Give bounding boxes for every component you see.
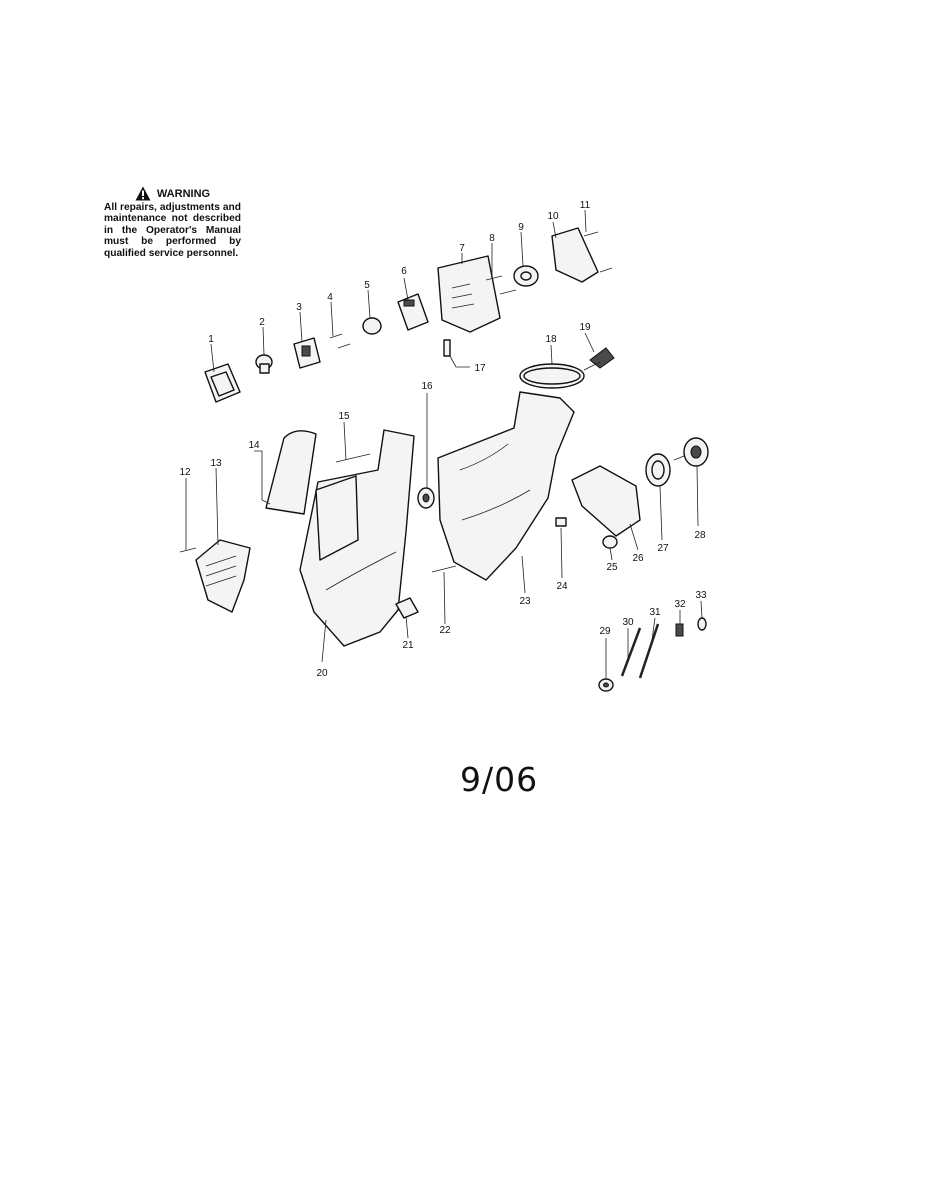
warning-text: All repairs, adjustments and maintenance…	[104, 202, 241, 259]
part-drawing-25	[602, 535, 618, 549]
part-number-labels: 1 2 3 4 5 6 7 8 9 10 11 12 13 14 15 16 1…	[179, 200, 707, 679]
part-label: 1	[208, 334, 214, 345]
part-label: 9	[518, 222, 524, 233]
part-drawing-22	[431, 565, 457, 573]
part-label: 33	[695, 590, 707, 601]
part-label: 22	[439, 625, 451, 636]
part-drawing-24	[555, 517, 567, 527]
part-drawing-7	[437, 255, 501, 333]
part-label: 16	[421, 381, 433, 392]
part-label: 30	[622, 617, 634, 628]
part-label: 5	[364, 280, 370, 291]
part-label: 11	[580, 200, 591, 211]
part-label: 2	[259, 317, 265, 328]
part-label: 8	[489, 233, 495, 244]
part-label: 10	[547, 211, 559, 222]
part-drawing-20	[299, 429, 415, 647]
part-label: 13	[210, 458, 222, 469]
part-drawing-27	[645, 453, 671, 487]
part-drawing-13	[195, 539, 251, 613]
part-label: 28	[694, 530, 706, 541]
part-label: 26	[632, 553, 644, 564]
part-label: 7	[459, 243, 465, 254]
part-label: 29	[599, 626, 611, 637]
part-drawing-6	[397, 293, 429, 331]
part-drawing-12	[179, 547, 197, 553]
part-label: 20	[316, 668, 328, 679]
part-drawing-15	[335, 453, 371, 463]
warning-box: WARNING All repairs, adjustments and mai…	[104, 186, 241, 259]
part-label: 15	[338, 411, 350, 422]
warning-header: WARNING	[104, 186, 241, 201]
part-drawing-4	[329, 333, 351, 349]
part-drawing-30	[620, 627, 642, 677]
part-drawing-5	[362, 317, 382, 335]
part-label: 32	[674, 599, 686, 610]
part-drawing-3	[293, 337, 321, 369]
part-drawing-2	[255, 354, 273, 374]
part-drawing-19	[583, 347, 615, 371]
part-label: 3	[296, 302, 302, 313]
part-drawing-16	[417, 487, 435, 509]
part-drawing-10	[551, 227, 599, 283]
part-label: 12	[179, 467, 191, 478]
warning-title: WARNING	[156, 187, 211, 200]
part-label: 31	[649, 607, 661, 618]
part-label: 25	[606, 562, 618, 573]
part-drawing-9	[513, 265, 539, 287]
part-label: 19	[579, 322, 591, 333]
part-label: 27	[657, 543, 669, 554]
part-drawing-23	[437, 391, 575, 581]
part-drawing-11	[583, 231, 613, 273]
part-label: 17	[474, 363, 486, 374]
part-drawing-29	[598, 678, 614, 692]
part-drawing-21	[395, 597, 419, 619]
part-label: 18	[545, 334, 557, 345]
part-drawing-18	[519, 363, 585, 389]
part-drawing-31	[638, 623, 660, 679]
part-label: 6	[401, 266, 407, 277]
part-label: 4	[327, 292, 333, 303]
leader-lines	[185, 209, 703, 678]
part-drawing-28	[673, 437, 709, 467]
date-code: 9/06	[460, 760, 539, 799]
warning-triangle-icon	[135, 186, 151, 201]
part-drawing-14	[265, 430, 317, 515]
part-label: 21	[402, 640, 414, 651]
part-drawing-1	[204, 363, 241, 403]
part-label: 24	[556, 581, 568, 592]
part-label: 14	[248, 440, 260, 451]
part-drawing-17	[443, 339, 451, 357]
part-label: 23	[519, 596, 531, 607]
part-drawing-33	[697, 617, 707, 631]
part-drawing-26	[571, 465, 641, 537]
part-drawing-32	[675, 623, 684, 637]
part-drawing-8	[485, 275, 517, 295]
